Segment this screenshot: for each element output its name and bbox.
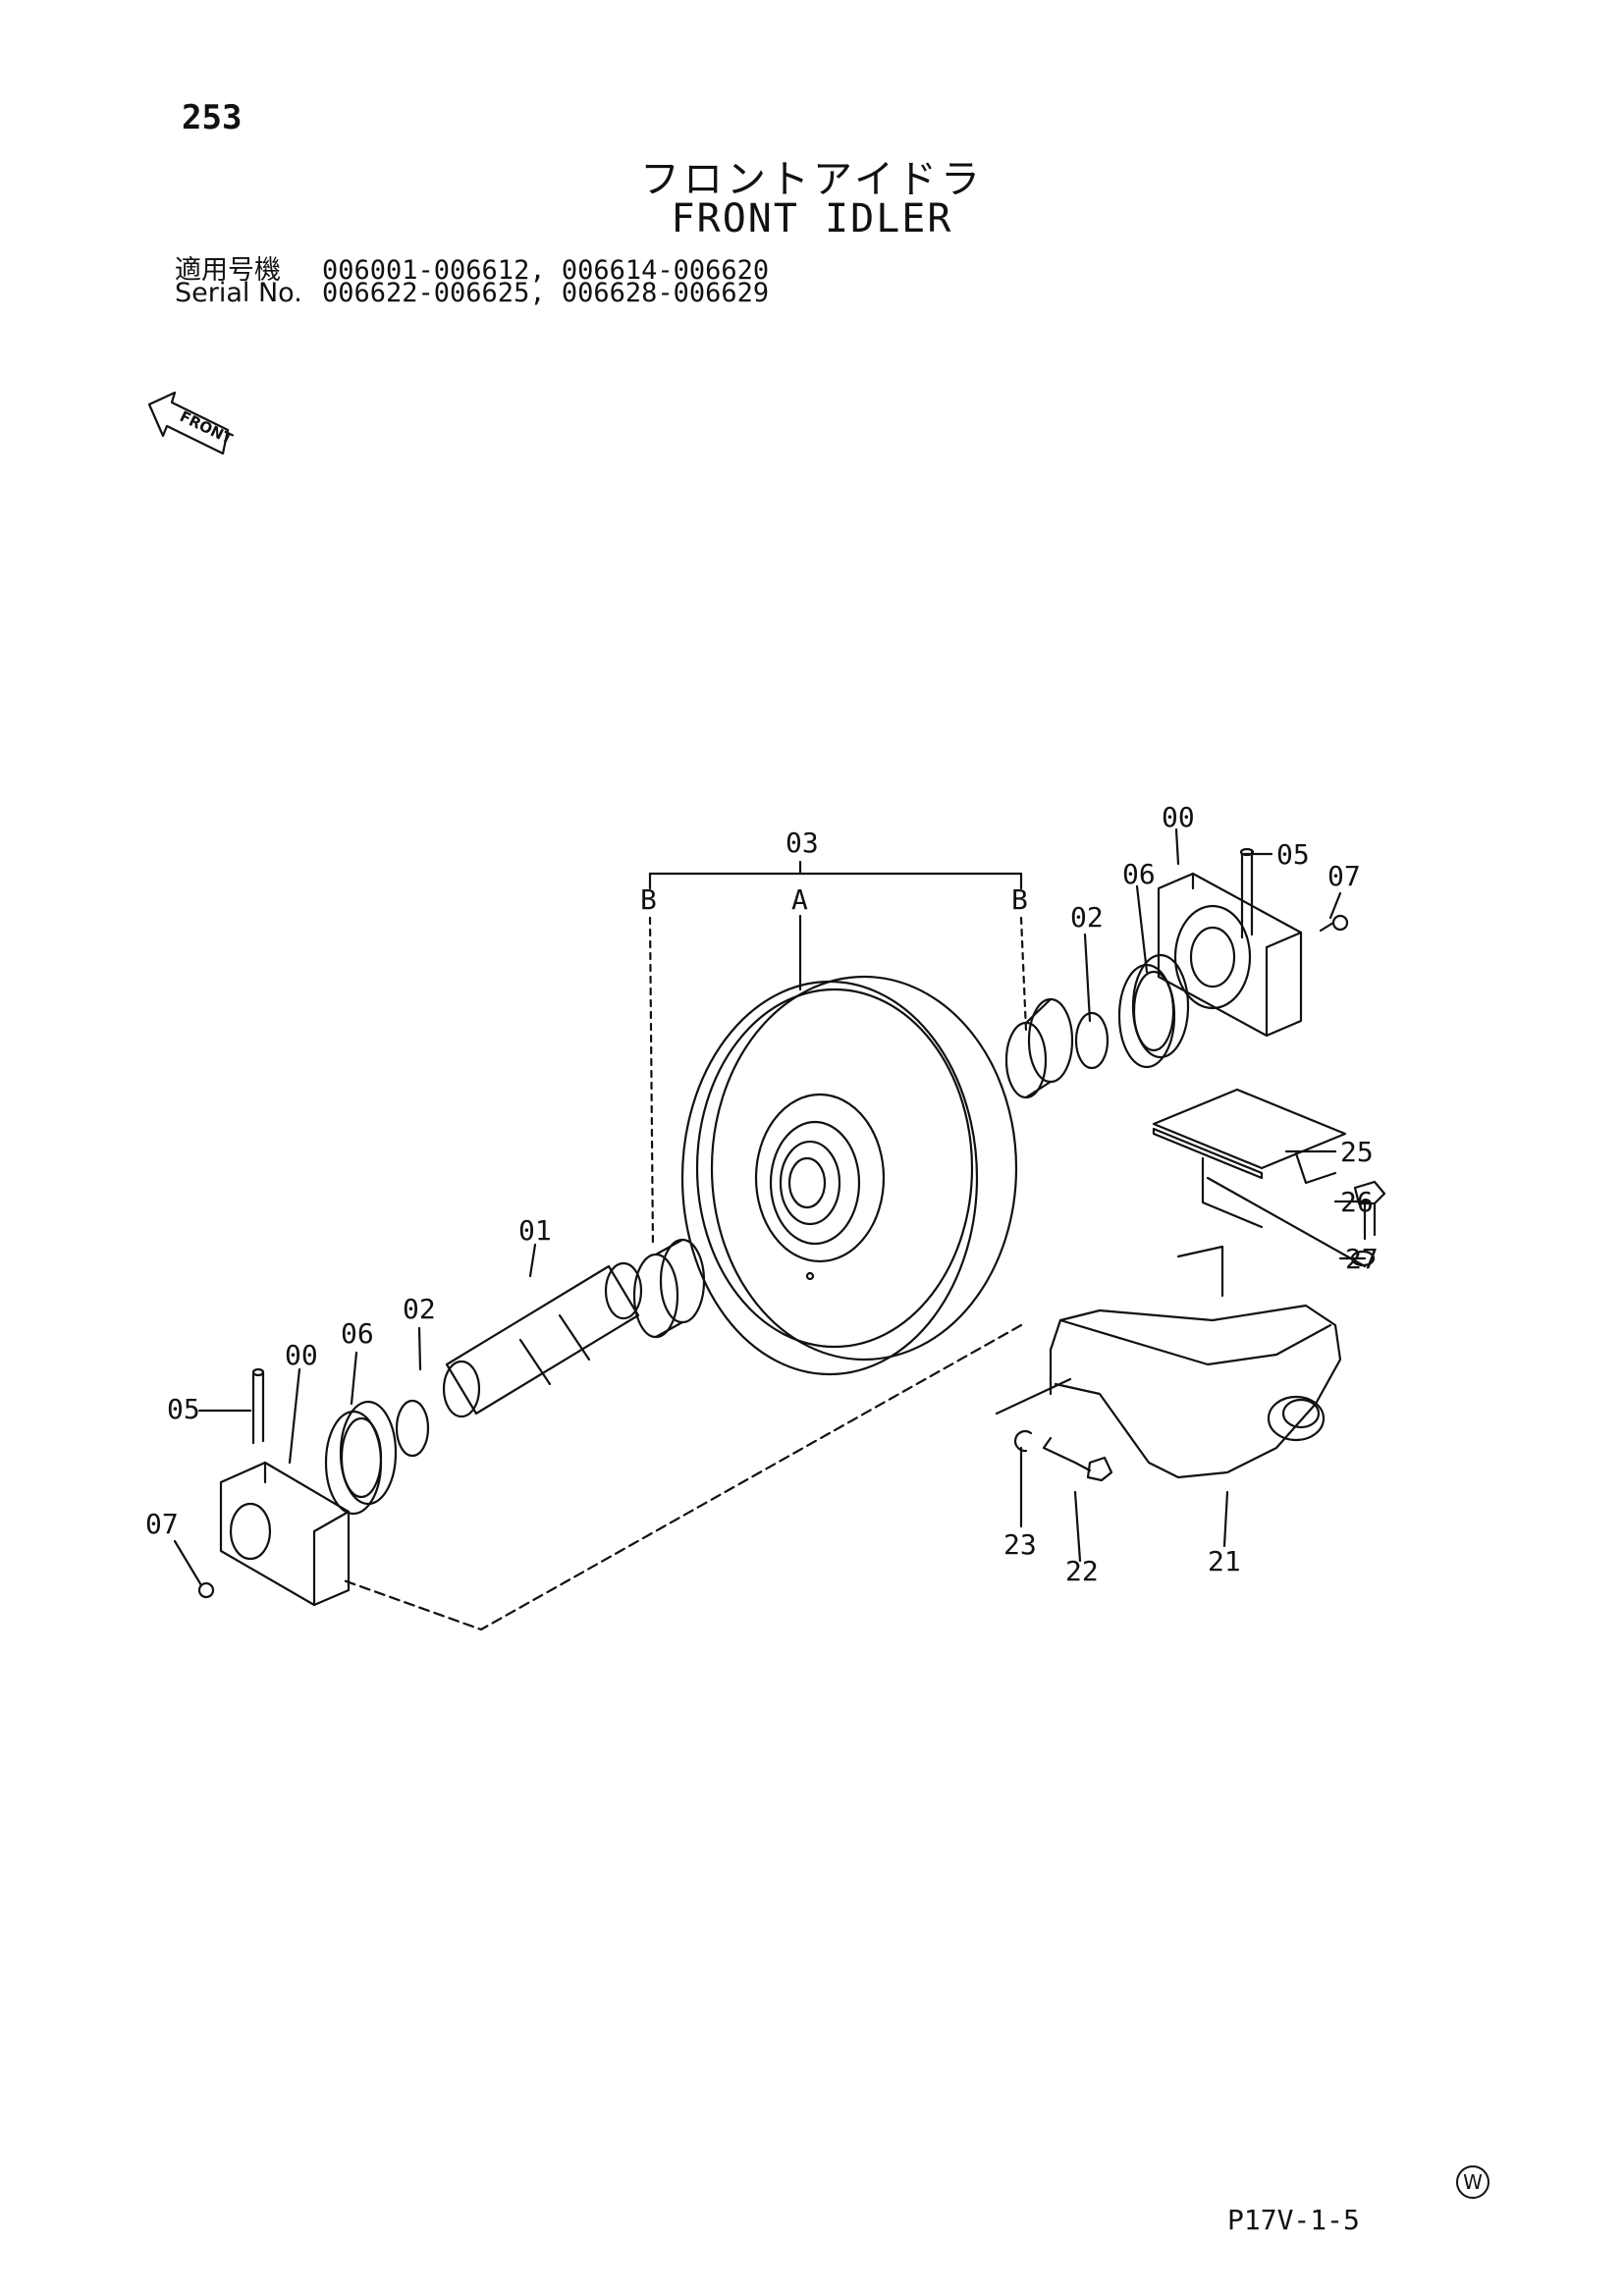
- serial-label-jp: 適用号機: [175, 255, 281, 286]
- callout-labels: 03 A B B 00 05 07 06 02 25 26 27 01 02 0…: [145, 801, 1379, 1587]
- callout-22: 22: [1065, 1555, 1099, 1587]
- callout-23: 23: [1003, 1528, 1037, 1561]
- front-arrow-icon: FRONT: [147, 391, 236, 455]
- snap-ring: [1014, 1430, 1033, 1453]
- leader-lines: [173, 828, 1372, 1631]
- idler-block-left: [197, 1367, 351, 1607]
- callout-02-right: 02: [1070, 901, 1104, 934]
- callout-07-left: 07: [145, 1508, 179, 1540]
- callout-05-top: 05: [1276, 838, 1310, 871]
- plate: [1152, 1088, 1347, 1229]
- shaft: [442, 1261, 643, 1418]
- callout-00-top: 00: [1162, 801, 1195, 833]
- bolt-26: [1353, 1180, 1386, 1241]
- serial-line-1: 適用号機 006001-006612, 006614-006620: [175, 248, 769, 287]
- callout-07-top: 07: [1327, 860, 1361, 892]
- bolt-22: [1042, 1436, 1113, 1482]
- w-mark-icon: W: [1456, 2165, 1489, 2199]
- page-number: 253: [182, 98, 243, 137]
- callout-A: A: [791, 883, 808, 916]
- callout-21: 21: [1208, 1545, 1241, 1577]
- serial-line-2: Serial No. 006622-006625, 006628-006629: [175, 278, 769, 308]
- idler-block-right: [1157, 847, 1349, 1038]
- serial-range-1: 006001-006612, 006614-006620: [322, 255, 770, 286]
- o-ring-left: [395, 1399, 430, 1458]
- title-english: FRONT IDLER: [671, 196, 953, 241]
- assembly-bracket-03: [648, 860, 1023, 890]
- callout-B-right: B: [1011, 883, 1028, 916]
- callout-00-left: 00: [285, 1339, 318, 1371]
- bushing-left: [632, 1238, 706, 1339]
- callout-03: 03: [785, 827, 819, 859]
- callout-25: 25: [1340, 1136, 1374, 1168]
- serial-label-en: Serial No.: [175, 278, 302, 308]
- callout-01: 01: [518, 1214, 552, 1247]
- callout-B-left: B: [640, 883, 657, 916]
- callout-27: 27: [1345, 1243, 1379, 1275]
- bushing-right: [1004, 997, 1074, 1099]
- washer-27: [1350, 1250, 1376, 1267]
- idler-bracket: [1049, 1245, 1342, 1479]
- callout-06-right: 06: [1122, 858, 1156, 890]
- svg-text:FRONT: FRONT: [177, 407, 236, 449]
- page-code: P17V-1-5: [1227, 2204, 1360, 2236]
- o-ring-right: [1074, 1011, 1110, 1070]
- callout-26: 26: [1340, 1186, 1374, 1218]
- seal-right: [1117, 953, 1190, 1069]
- callout-06-left: 06: [341, 1317, 374, 1350]
- callout-02-left: 02: [403, 1293, 436, 1325]
- callout-05-left: 05: [167, 1393, 200, 1425]
- idler-wheel: [680, 975, 1018, 1376]
- title-japanese: フロントアイドラ: [640, 157, 984, 202]
- seal-left: [324, 1400, 398, 1516]
- serial-range-2: 006622-006625, 006628-006629: [322, 278, 770, 308]
